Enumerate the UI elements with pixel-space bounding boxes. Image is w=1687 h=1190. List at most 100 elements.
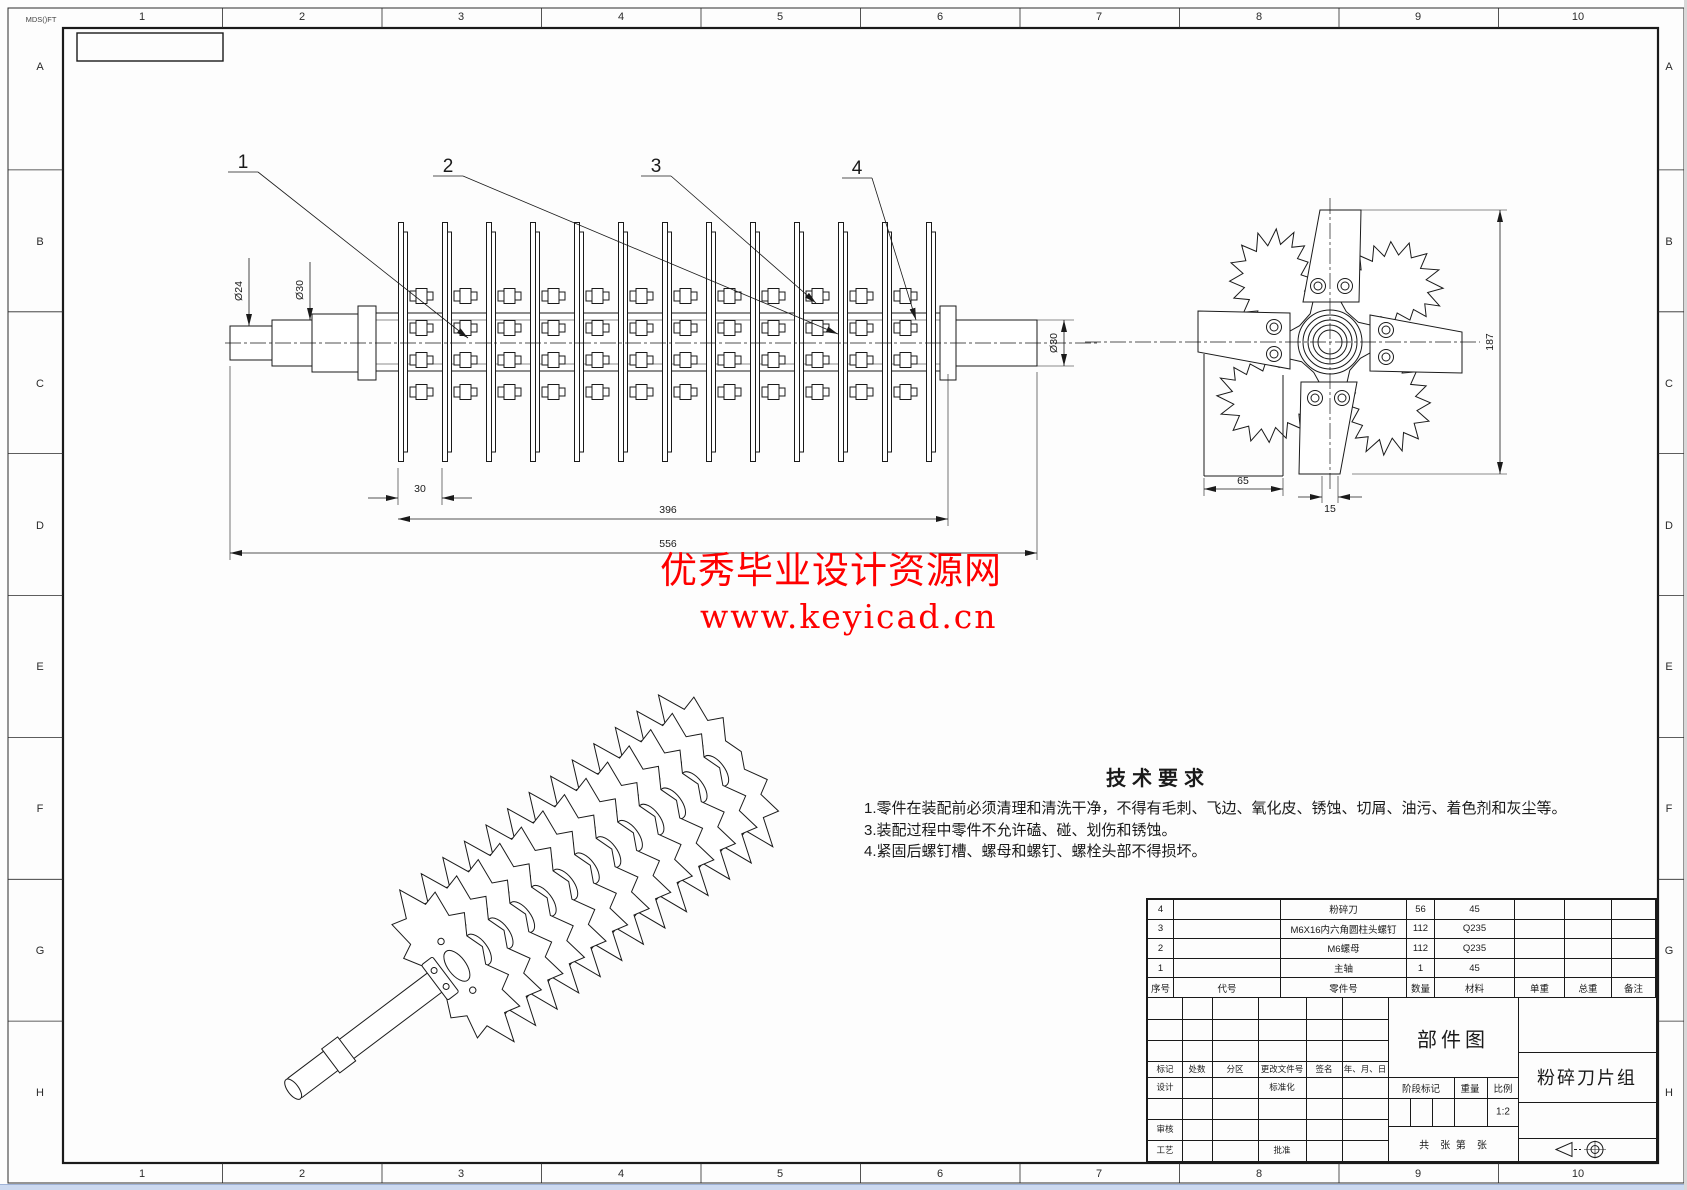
bom-cell <box>1515 919 1565 940</box>
bom-cell <box>1612 919 1656 940</box>
corner-code: MDS()FT <box>26 15 57 24</box>
dim-height-187: 187 <box>1484 333 1496 351</box>
title-block-grid: 标记 处数 分区 更改文件号 签名 年、月、日 设计 标准化 审核 工艺 批准 … <box>1148 998 1656 1161</box>
svg-text:7: 7 <box>1096 1168 1102 1180</box>
svg-text:C: C <box>36 378 44 390</box>
bom-cell: 4 <box>1148 900 1174 920</box>
tech-requirement-item: 4.紧固后螺钉槽、螺母和螺钉、螺栓头部不得损坏。 <box>864 843 1207 860</box>
label-standardize: 标准化 <box>1269 1082 1295 1092</box>
bom-cell: Q235 <box>1435 919 1515 940</box>
bom-cell: 2 <box>1148 939 1174 959</box>
svg-text:4: 4 <box>618 11 624 23</box>
bom-cell <box>1565 939 1612 959</box>
bom-cell <box>1515 958 1565 979</box>
tech-requirement-item: 1.零件在装配前必须清理和清洗干净，不得有毛刺、飞边、氧化皮、锈蚀、切屑、油污、… <box>864 800 1567 817</box>
label-mark: 标记 <box>1156 1064 1174 1074</box>
svg-text:E: E <box>36 661 43 673</box>
label-count: 处数 <box>1188 1064 1206 1074</box>
bom-cell: 粉碎刀 <box>1281 900 1407 920</box>
drawing-title: 粉碎刀片组 <box>1537 1068 1637 1088</box>
svg-text:10: 10 <box>1572 11 1584 23</box>
label-date: 年、月、日 <box>1343 1064 1387 1074</box>
svg-text:4: 4 <box>618 1168 624 1180</box>
bom-cell: 112 <box>1407 939 1435 959</box>
bom-cell: 1 <box>1148 958 1174 979</box>
bom-cell <box>1515 900 1565 920</box>
window-bottom-edge <box>0 1184 1687 1190</box>
bom-cell <box>1515 939 1565 959</box>
bom-cell: 主轴 <box>1281 958 1407 979</box>
svg-text:3: 3 <box>458 11 464 23</box>
svg-text:H: H <box>1665 1087 1673 1099</box>
label-scale: 比例 <box>1493 1084 1513 1095</box>
svg-text:B: B <box>36 236 43 248</box>
front-view-dimensions: Ø24 Ø30 Ø30 30 396 556 <box>229 258 1074 560</box>
bom-cell: 56 <box>1407 900 1435 920</box>
callout-3: 3 <box>651 156 662 177</box>
label-weight: 重量 <box>1460 1084 1480 1095</box>
bom-cell <box>1612 958 1656 979</box>
svg-text:1: 1 <box>139 1168 145 1180</box>
label-sign: 签名 <box>1315 1064 1333 1074</box>
svg-text:C: C <box>1665 378 1673 390</box>
label-change-no: 更改文件号 <box>1260 1064 1304 1074</box>
bom-cell: Q235 <box>1435 939 1515 959</box>
label-process: 工艺 <box>1156 1145 1174 1155</box>
svg-text:B: B <box>1665 236 1672 248</box>
bom-cell: 数量 <box>1407 978 1435 998</box>
bom-cell: M6X16内六角圆柱头螺钉 <box>1281 919 1407 940</box>
grid-reference-labels: MDS()FT 1 2 3 4 5 6 7 8 9 10 1 2 3 4 5 6… <box>26 11 1674 1180</box>
label-review: 审核 <box>1156 1124 1174 1134</box>
svg-text:9: 9 <box>1415 11 1421 23</box>
bom-cell: M6螺母 <box>1281 939 1407 959</box>
bom-cell: 45 <box>1435 900 1515 920</box>
svg-text:5: 5 <box>777 1168 783 1180</box>
dim-dia30-right: Ø30 <box>1048 333 1060 353</box>
label-design: 设计 <box>1156 1082 1174 1092</box>
svg-text:9: 9 <box>1415 1168 1421 1180</box>
window-right-edge <box>1684 0 1687 1190</box>
bom-cell: 代号 <box>1174 978 1281 998</box>
bom-cell: 备注 <box>1612 978 1656 998</box>
bom-cell: 112 <box>1407 919 1435 940</box>
bom-cell: 序号 <box>1148 978 1174 998</box>
bom-cell <box>1565 900 1612 920</box>
bom-cell: 材料 <box>1435 978 1515 998</box>
callout-4: 4 <box>852 158 863 179</box>
template-box <box>76 32 224 62</box>
scale-value: 1:2 <box>1496 1106 1510 1118</box>
tech-requirements-title: 技术要求 <box>1106 768 1210 790</box>
svg-text:F: F <box>1666 803 1673 815</box>
dim-dia30-left: Ø30 <box>294 280 306 300</box>
side-view-dimensions: 187 65 15 <box>1203 209 1507 515</box>
dim-span-396: 396 <box>659 504 677 516</box>
bom-cell: 总重 <box>1565 978 1612 998</box>
label-stage-mark: 阶段标记 <box>1401 1084 1441 1095</box>
svg-text:8: 8 <box>1256 1168 1262 1180</box>
part-callouts: 1 2 3 4 <box>228 152 917 339</box>
bom-cell <box>1174 958 1281 979</box>
svg-text:E: E <box>1665 661 1672 673</box>
dim-total-556: 556 <box>659 538 677 550</box>
bom-cell: 1 <box>1407 958 1435 979</box>
tech-requirement-item: 3.装配过程中零件不允许磕、碰、划伤和锈蚀。 <box>864 822 1177 839</box>
dim-15: 15 <box>1324 503 1336 515</box>
bom-cell: 45 <box>1435 958 1515 979</box>
svg-text:D: D <box>1665 520 1673 532</box>
bom-cell <box>1612 900 1656 920</box>
side-view-blade <box>1085 198 1480 492</box>
svg-text:A: A <box>36 61 44 73</box>
front-view-rotor <box>225 222 1098 462</box>
svg-text:G: G <box>1665 945 1674 957</box>
svg-text:2: 2 <box>299 11 305 23</box>
dim-pitch-30: 30 <box>414 483 426 495</box>
bom-cell <box>1174 919 1281 940</box>
bom-cell: 零件号 <box>1281 978 1407 998</box>
watermark-url: www.keyicad.cn <box>700 597 998 636</box>
svg-text:6: 6 <box>937 11 943 23</box>
svg-text:1: 1 <box>139 11 145 23</box>
dim-65: 65 <box>1237 475 1249 487</box>
